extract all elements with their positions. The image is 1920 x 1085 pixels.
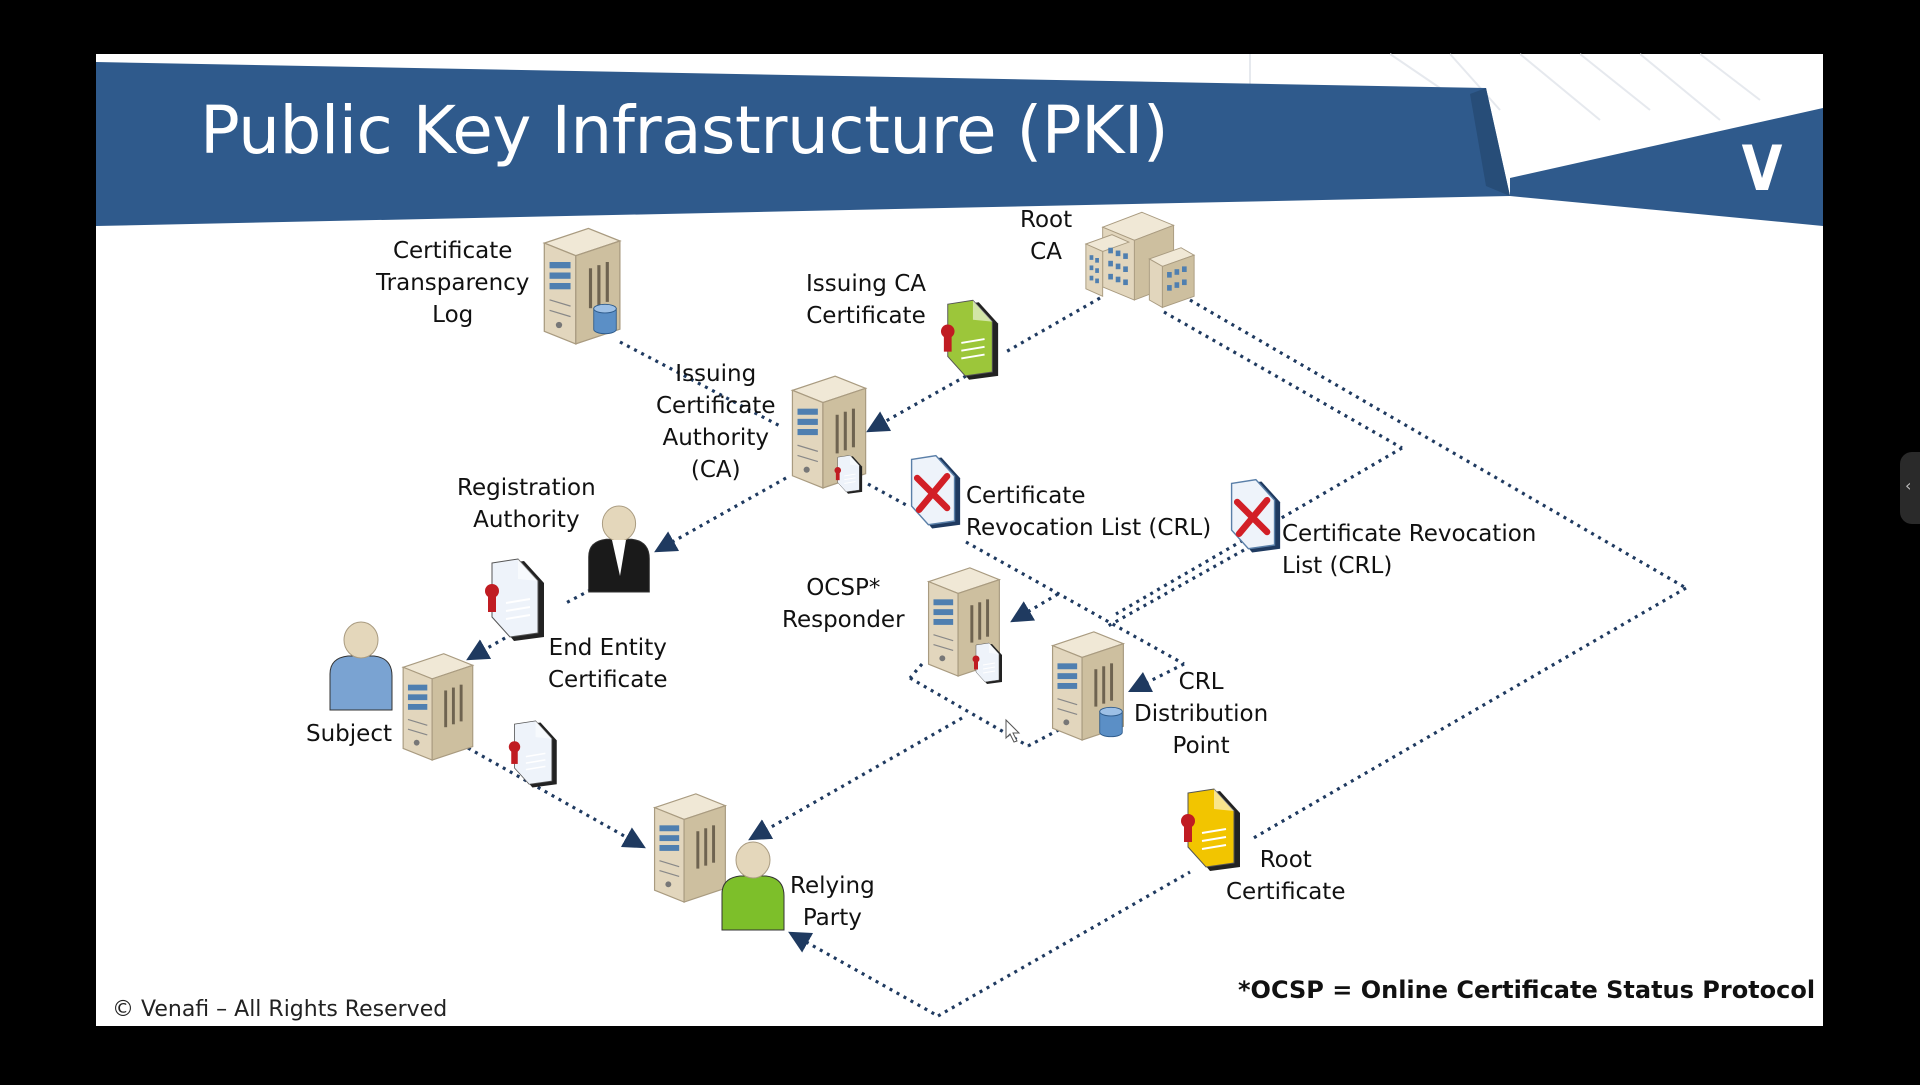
label-issuing-ca-certificate: Issuing CA Certificate	[806, 271, 926, 329]
label-root-ca: Root CA	[1020, 207, 1073, 265]
shirt-icon	[612, 540, 626, 576]
label-root-certificate: Root Certificate	[1226, 847, 1346, 905]
label-ocsp-responder: OCSP* Responder	[782, 575, 905, 633]
label-crl-distribution-point: CRL Distribution Point	[1134, 669, 1269, 759]
chevron-left-icon: ‹	[1905, 476, 1912, 495]
decorative-lines	[1249, 53, 1761, 121]
database-icon	[1099, 706, 1123, 738]
title-banner	[96, 62, 1823, 226]
copyright-notice: © Venafi – All Rights Reserved	[112, 997, 448, 1022]
label-subject: Subject	[306, 721, 392, 747]
venafi-logo: V	[1741, 132, 1783, 205]
mouse-cursor-icon	[1005, 718, 1021, 743]
label-end-entity-certificate: End Entity Certificate	[548, 635, 668, 693]
relying-party-server-icon	[652, 792, 727, 904]
side-panel-toggle[interactable]: ‹	[1900, 452, 1920, 524]
label-registration-authority: Registration Authority	[457, 475, 596, 533]
label-ct-log: Certificate Transparency Log	[376, 238, 530, 328]
label-crl-2: Certificate Revocation List (CRL)	[1282, 521, 1537, 579]
ocsp-footnote: *OCSP = Online Certificate Status Protoc…	[1238, 976, 1816, 1004]
label-relying-party: Relying Party	[790, 873, 875, 931]
label-issuing-ca: Issuing Certificate Authority (CA)	[656, 361, 776, 483]
slide-title: Public Key Infrastructure (PKI)	[200, 92, 1169, 169]
database-icon	[593, 303, 617, 335]
label-crl-1: Certificate Revocation List (CRL)	[966, 483, 1212, 541]
subject-server-icon	[401, 652, 475, 762]
